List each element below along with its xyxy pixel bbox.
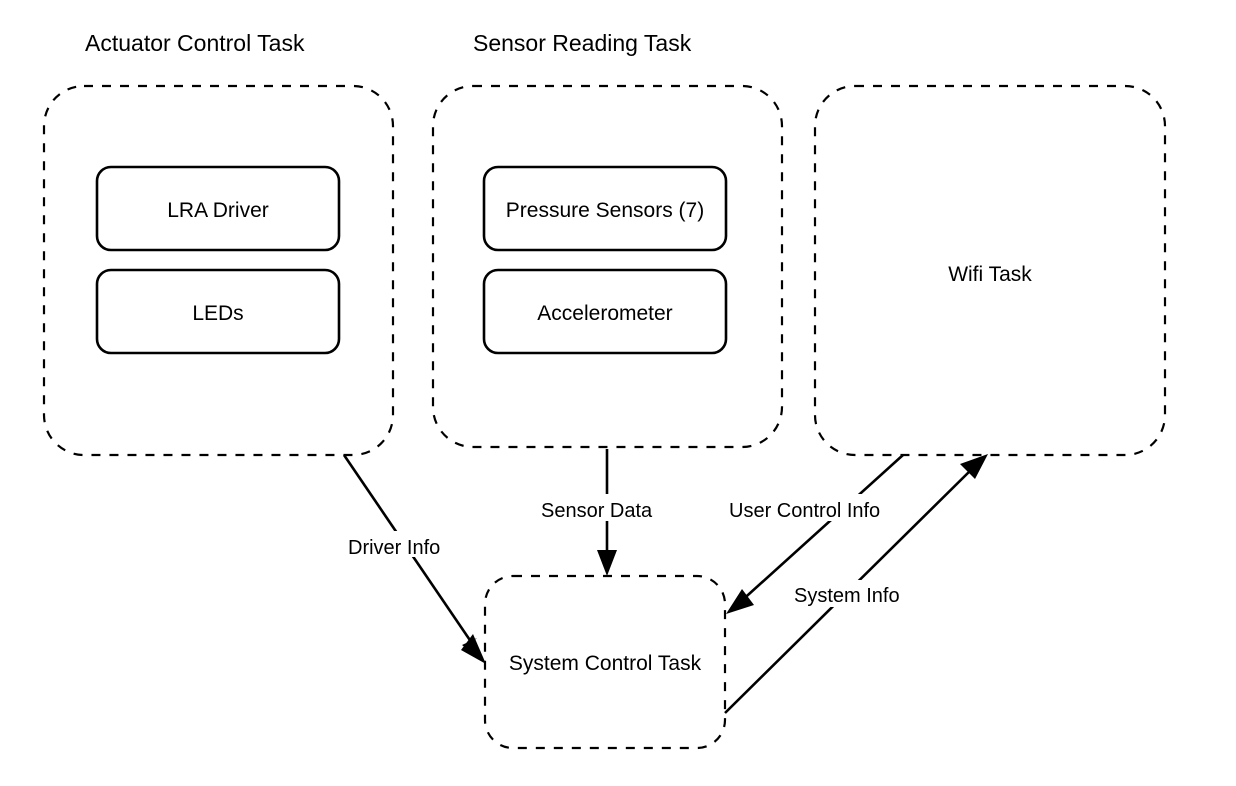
accelerometer-label: Accelerometer bbox=[537, 302, 672, 325]
user-control-info-label-backdrop bbox=[726, 494, 910, 521]
sensor-data-edge[interactable]: Sensor Data bbox=[537, 449, 681, 576]
lra-driver-node[interactable] bbox=[95, 165, 341, 252]
system-control-task-label: System Control Task bbox=[509, 652, 702, 675]
system-info-label-backdrop bbox=[791, 580, 925, 607]
user-control-info-arrowhead bbox=[726, 589, 754, 614]
system-info-label: System Info bbox=[794, 585, 900, 607]
sensor-reading-task-container[interactable] bbox=[431, 84, 784, 449]
user-control-info-label: User Control Info bbox=[729, 500, 880, 522]
user-control-info-line bbox=[737, 454, 904, 605]
driver-info-edge[interactable]: Driver Info bbox=[342, 454, 486, 664]
wifi-task-container[interactable] bbox=[813, 84, 1167, 457]
lra-driver-label: LRA Driver bbox=[167, 199, 269, 222]
driver-info-label: Driver Info bbox=[348, 537, 440, 559]
sensor-data-arrowhead bbox=[597, 550, 617, 576]
system-info-edge[interactable]: System Info bbox=[724, 454, 988, 714]
system-info-arrowhead bbox=[960, 454, 988, 479]
driver-info-label-backdrop bbox=[344, 531, 464, 557]
driver-info-arrowhead-solid bbox=[461, 634, 486, 664]
pressure-sensors-node[interactable] bbox=[482, 165, 728, 252]
sensor-data-label-backdrop bbox=[537, 494, 681, 521]
accelerometer-node[interactable] bbox=[482, 268, 728, 355]
actuator-control-task-title: Actuator Control Task bbox=[85, 30, 305, 56]
user-control-info-edge[interactable]: User Control Info bbox=[726, 454, 910, 614]
leds-label: LEDs bbox=[192, 302, 243, 325]
wifi-task-label: Wifi Task bbox=[948, 263, 1032, 286]
sensor-reading-task-title: Sensor Reading Task bbox=[473, 30, 692, 56]
pressure-sensors-label: Pressure Sensors (7) bbox=[506, 199, 704, 222]
leds-node[interactable] bbox=[95, 268, 341, 355]
sensor-data-label: Sensor Data bbox=[541, 500, 653, 522]
